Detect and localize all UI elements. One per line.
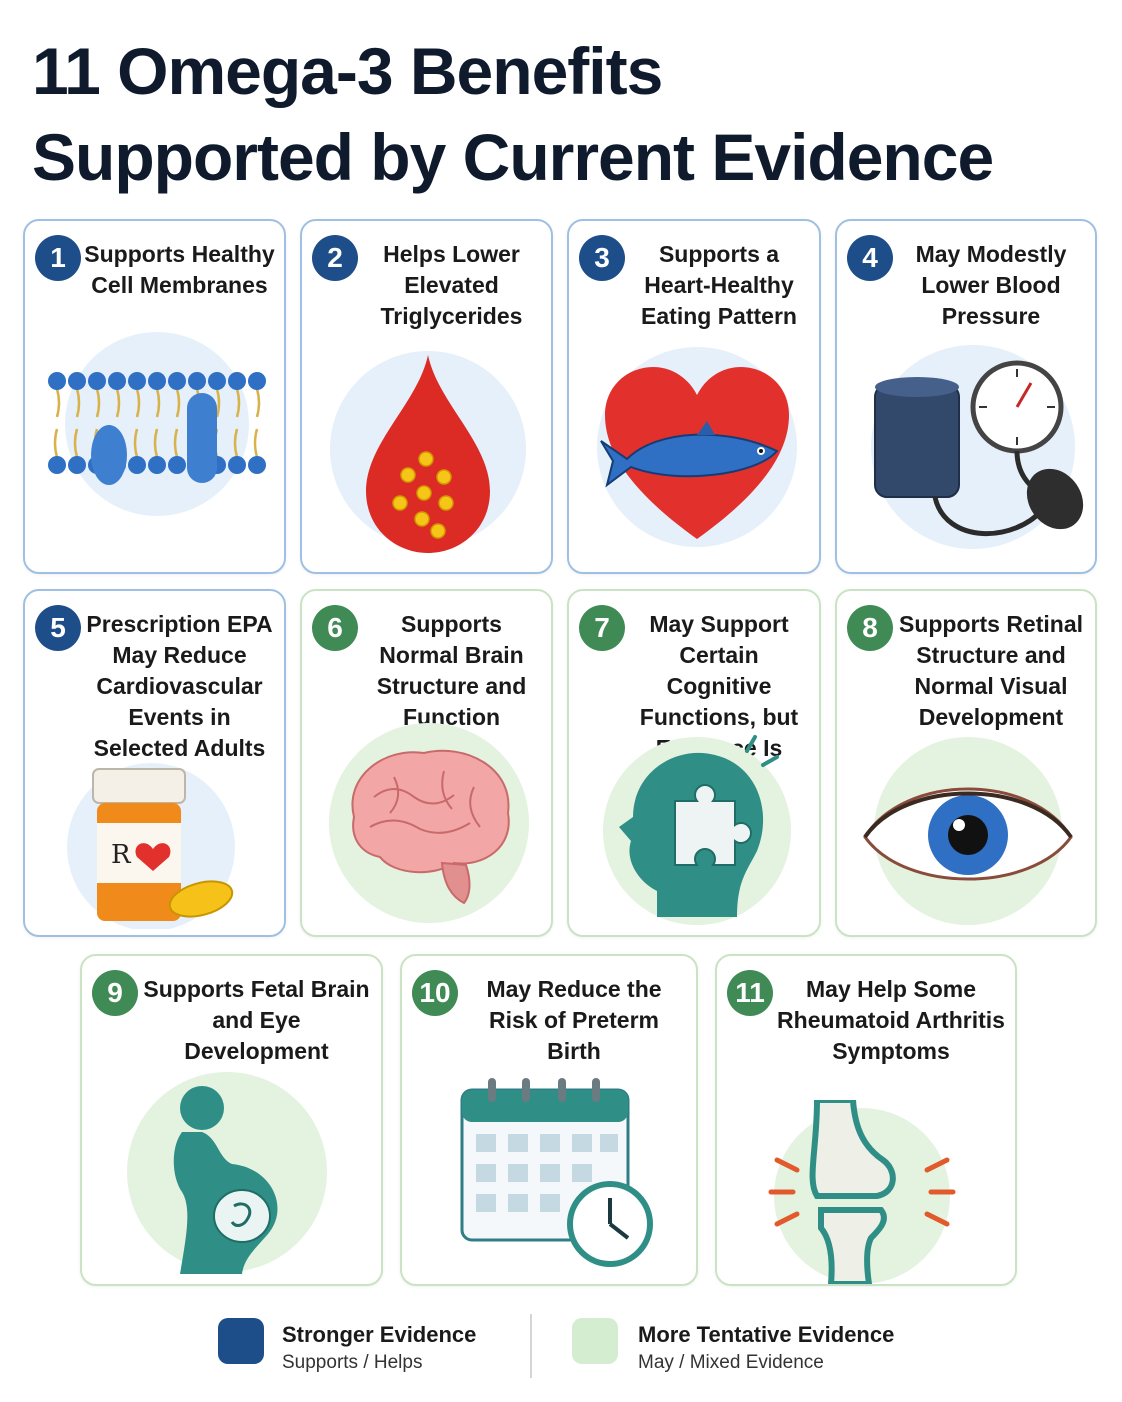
brain-icon — [329, 723, 529, 923]
card-number-badge: 2 — [312, 235, 358, 281]
benefit-card-11: 11 May Help Some Rheumatoid Arthritis Sy… — [715, 954, 1017, 1286]
card-number-badge: 6 — [312, 605, 358, 651]
card-number-badge: 5 — [35, 605, 81, 651]
blood-pressure-cuff-icon — [871, 345, 1084, 549]
stronger-evidence-swatch — [218, 1318, 264, 1364]
title-line-2: Supported by Current Evidence — [32, 120, 994, 194]
benefit-card-4: 4 May Modestly Lower Blood Pressure — [835, 219, 1097, 574]
title-line-1: 11 Omega-3 Benefits — [32, 34, 663, 108]
card-number-badge: 10 — [412, 970, 458, 1016]
card-number-badge: 3 — [579, 235, 625, 281]
card-number-badge: 8 — [847, 605, 893, 651]
benefit-card-10: 10 May Reduce the Risk of Preterm Birth — [400, 954, 698, 1286]
blood-drop-icon — [330, 351, 526, 553]
benefit-card-1: 1 Supports Healthy Cell Membranes — [23, 219, 286, 574]
legend-divider — [530, 1314, 532, 1378]
stronger-evidence-sublabel: Supports / Helps — [282, 1352, 423, 1373]
card-number-badge: 4 — [847, 235, 893, 281]
head-puzzle-icon — [603, 735, 791, 925]
card-title: May Reduce the Risk of Preterm Birth — [486, 976, 662, 1064]
benefit-card-5: 5 Prescription EPA May Reduce Cardiovasc… — [23, 589, 286, 937]
card-number-badge: 1 — [35, 235, 81, 281]
tentative-evidence-swatch — [572, 1318, 618, 1364]
tentative-evidence-label: More Tentative Evidence — [638, 1322, 895, 1347]
card-title: May Help Some Rheumatoid Arthritis Sympt… — [777, 976, 1005, 1064]
benefit-card-2: 2 Helps Lower Elevated Triglycerides — [300, 219, 553, 574]
knee-joint-icon — [768, 1100, 956, 1284]
card-title: Prescription EPA May Reduce Cardiovascul… — [86, 611, 273, 761]
card-number-badge: 11 — [727, 970, 773, 1016]
eye-icon — [863, 737, 1073, 925]
card-title: May Modestly Lower Blood Pressure — [915, 241, 1067, 329]
tentative-evidence-sublabel: May / Mixed Evidence — [638, 1352, 824, 1373]
svg-text:R: R — [111, 840, 132, 870]
benefit-card-8: 8 Supports Retinal Structure and Normal … — [835, 589, 1097, 937]
card-number-badge: 7 — [579, 605, 625, 651]
card-number-badge: 9 — [92, 970, 138, 1016]
card-title: Supports Retinal Structure and Normal Vi… — [898, 611, 1083, 730]
card-title: Supports Healthy Cell Membranes — [84, 241, 275, 298]
benefit-card-7: 7 May Support Certain Cognitive Function… — [567, 589, 821, 937]
calendar-clock-icon — [460, 1078, 653, 1267]
heart-fish-icon — [597, 347, 797, 547]
prescription-bottle-icon: R — [67, 763, 235, 929]
card-title: Supports a Heart-Healthy Eating Pattern — [641, 241, 797, 329]
pregnant-woman-icon — [127, 1072, 327, 1274]
cell-membrane-icon — [48, 332, 266, 516]
card-title: Supports Normal Brain Structure and Func… — [376, 611, 527, 730]
stronger-evidence-label: Stronger Evidence — [282, 1322, 477, 1347]
benefit-card-6: 6 Supports Normal Brain Structure and Fu… — [300, 589, 553, 937]
benefit-card-3: 3 Supports a Heart-Healthy Eating Patter… — [567, 219, 821, 574]
page-title: 11 Omega-3 Benefits Supported by Current… — [32, 28, 994, 200]
card-title: Helps Lower Elevated Triglycerides — [380, 241, 523, 329]
card-title: Supports Fetal Brain and Eye Development — [143, 976, 370, 1064]
benefit-card-9: 9 Supports Fetal Brain and Eye Developme… — [80, 954, 383, 1286]
